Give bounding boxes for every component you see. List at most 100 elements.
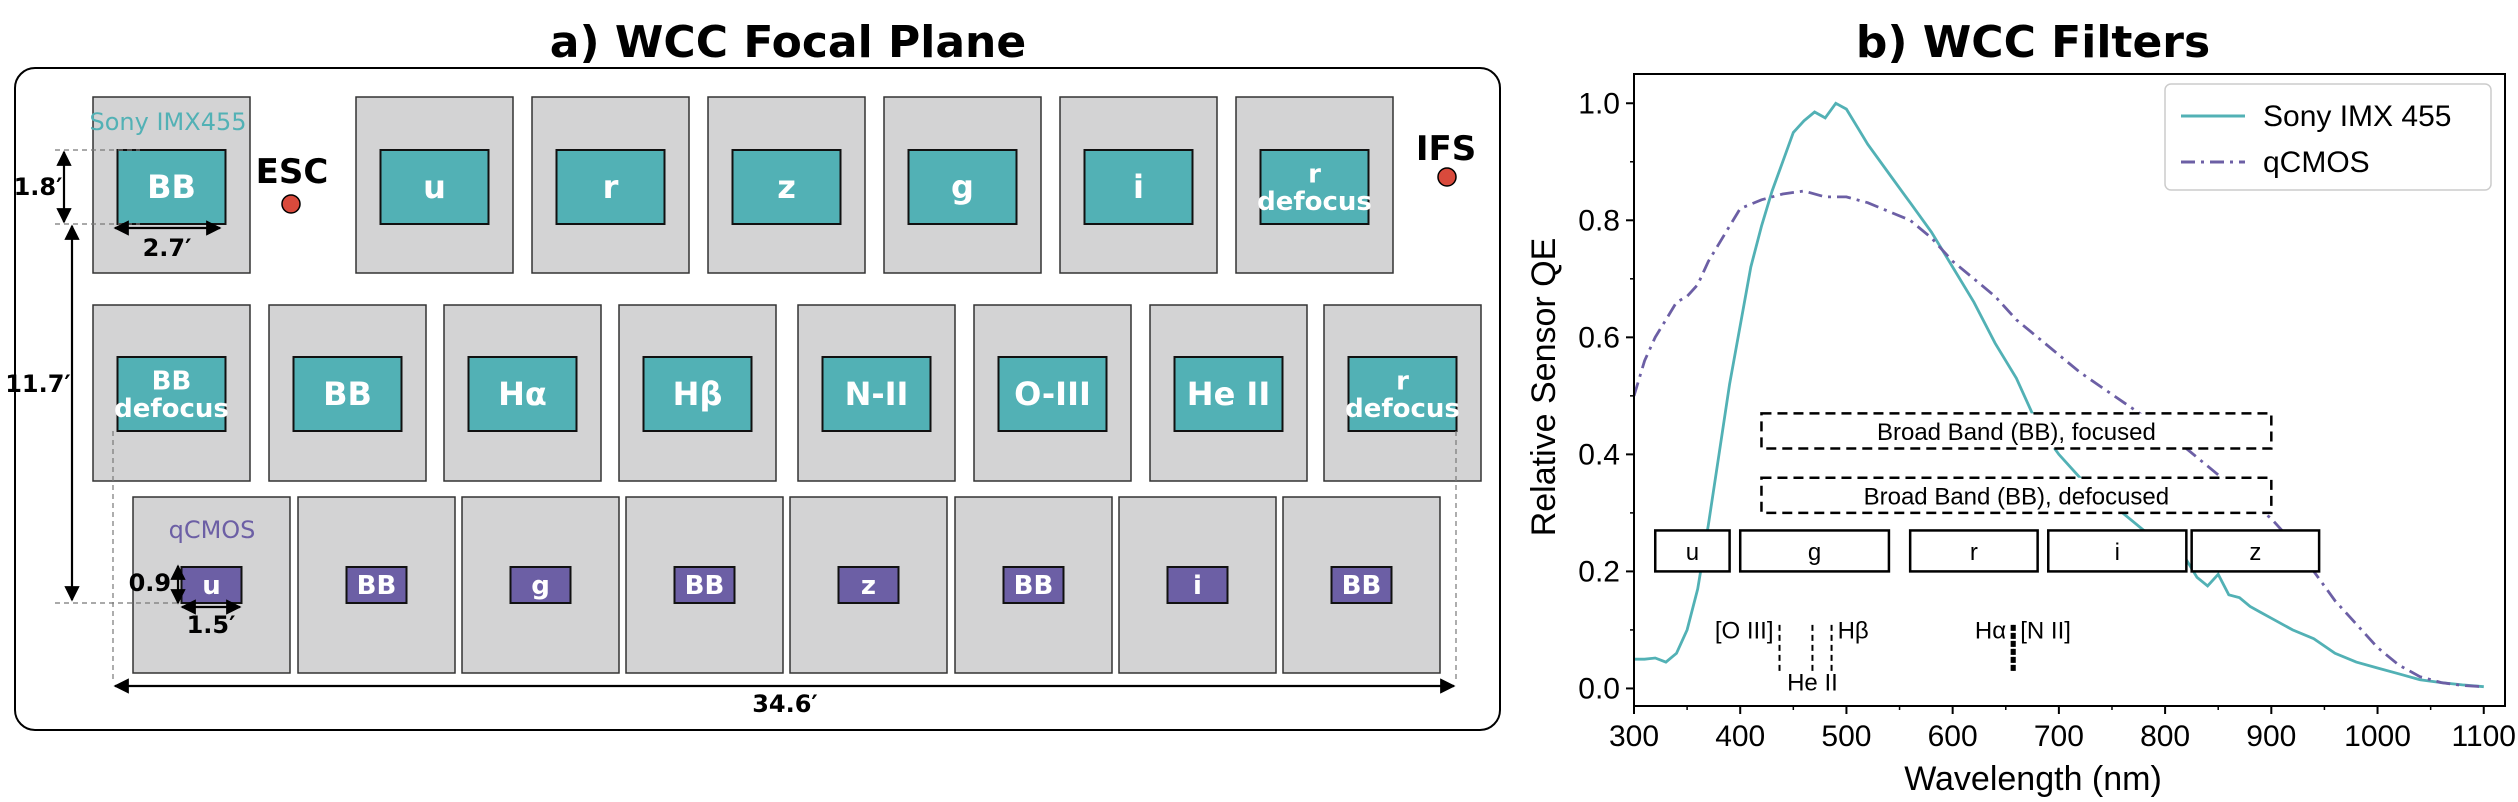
row1_filters-5-filter [1083,149,1194,225]
row1_filters-0-filter-label: BB [147,168,196,206]
filter-band [1760,476,2273,515]
esc-label: ESC [256,152,329,192]
row1_filters-6-filter [1259,149,1370,225]
dim-qcmos-height: 0.9′ [129,569,178,597]
row3-filter-label: g [531,571,550,601]
row1_filters-5-filter-label: i [1133,168,1144,206]
row3-filter-label: BB [1342,571,1382,601]
row2-filter-label: N-II [845,375,909,413]
y-tick-label: 0.6 [1578,321,1620,354]
row2-filter-label: Hβ [673,375,723,413]
row2-filter [467,356,578,432]
ifs-label: IFS [1416,129,1476,169]
row1_filters-2-filter-label: r [603,168,619,206]
row3-filter [1330,566,1393,604]
row2-filter [997,356,1108,432]
row3-filter-label: BB [357,571,397,601]
filter-band-label: u [1686,539,1699,566]
x-tick-label: 900 [2246,720,2296,753]
row2-filter-label: He II [1187,375,1270,413]
dim-span-height: 11.7′ [5,370,71,398]
series-line-sony [1634,101,2484,689]
qcmos-label: qCMOS [169,516,256,544]
row3-filter [345,566,408,604]
row2-filter [1347,356,1458,432]
row2-filter [116,356,227,432]
row2-filter [821,356,932,432]
emission-line-label: [N II] [2020,618,2071,645]
row2-filter-label: O-III [1014,375,1091,413]
emission-line-label: [O III] [1715,618,1774,645]
filter-band [2190,529,2321,573]
row3-filter-label: z [861,571,876,601]
emission-line-label: He II [1787,669,1838,696]
dim-sony-height: 1.8′ [14,173,63,201]
series-line-qcmos [1632,189,2484,689]
dim-qcmos-width: 1.5′ [187,611,236,639]
row2-filter [292,356,403,432]
filter-band-label: Broad Band (BB), defocused [1864,483,2170,510]
row3-filter [509,566,572,604]
filter-band [1908,529,2039,573]
row1_filters-2-filter [555,149,666,225]
filter-band-label: g [1808,539,1821,566]
row1_filters-3-filter [731,149,842,225]
filter-band-label: i [2115,539,2120,566]
x-tick-label: 600 [1928,720,1978,753]
x-tick-label: 800 [2140,720,2190,753]
y-tick-label: 1.0 [1578,87,1620,120]
row1_filters-4-filter [907,149,1018,225]
emission-line-label: Hα [1975,618,2006,645]
y-tick-label: 0.8 [1578,204,1620,237]
row3-filter-label: i [1193,571,1202,601]
focal-plane-title: a) WCC Focal Plane [550,17,1026,68]
filter-band-label: Broad Band (BB), focused [1877,419,2156,446]
row2-filter-label: BB [323,375,372,413]
row1_filters-4-filter-label: g [951,168,974,206]
y-tick-label: 0.4 [1578,438,1620,471]
row2-filter-label: Hα [498,375,547,413]
row1_filters-3-filter-label: z [777,168,796,206]
x-tick-label: 1000 [2344,720,2411,753]
row1_filters-0-filter [116,149,227,225]
row3-filter [837,566,900,604]
legend-label: qCMOS [2263,146,2370,179]
filter-band [1760,412,2273,450]
dim-total-width: 34.6′ [752,690,818,718]
y-tick-label: 0.0 [1578,672,1620,705]
row3-filter-label: BB [685,571,725,601]
row2-filter [642,356,753,432]
row1_filters-1-filter-label: u [423,168,446,206]
filter-band [1653,529,1731,573]
filter-band [2047,529,2188,573]
row3-filter [673,566,736,604]
y-tick-label: 0.2 [1578,555,1620,588]
chart-title: b) WCC Filters [1856,17,2210,68]
sony-label: Sony IMX455 [90,108,247,136]
row2-filter [1173,356,1284,432]
emission-line-label: Hβ [1838,618,1869,645]
x-tick-label: 1100 [2451,720,2516,753]
x-tick-label: 400 [1715,720,1765,753]
x-tick-label: 700 [2034,720,2084,753]
row3-filter-label: u [202,571,221,601]
filter-band-label: z [2249,539,2261,566]
x-tick-label: 300 [1609,720,1659,753]
ifs-dot [1437,167,1457,187]
legend-box [2164,83,2492,191]
filter-band [1738,529,1891,573]
x-tick-label: 500 [1821,720,1871,753]
row1_filters-1-filter [379,149,490,225]
row3-filter [1166,566,1229,604]
x-axis-label: Wavelength (nm) [1904,760,2162,798]
row3-filter [1002,566,1065,604]
row3-filter-label: BB [1014,571,1054,601]
dim-sony-width: 2.7′ [143,234,192,262]
legend-label: Sony IMX 455 [2263,100,2451,133]
y-axis-label: Relative Sensor QE [1525,238,1563,537]
filter-band-label: r [1970,539,1978,566]
